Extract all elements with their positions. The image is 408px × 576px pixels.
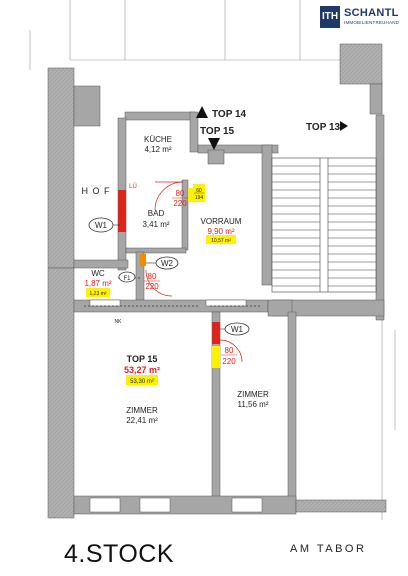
vorraum-area: 9,90 m² xyxy=(207,227,234,236)
window-openings xyxy=(89,299,263,513)
unit-area: 53,27 m² xyxy=(124,365,160,375)
vorraum-name: VORRAUM xyxy=(201,217,242,226)
zimmer-window-mark xyxy=(212,346,220,368)
neighbor-labels: TOP 14 TOP 15 TOP 13 xyxy=(196,106,348,150)
bad-door-leaf xyxy=(118,190,126,232)
f1-tag-label: F1 xyxy=(123,276,131,282)
bad-window-height: 194 xyxy=(195,195,204,201)
floor-label: 4.STOCK xyxy=(64,540,175,568)
bad-window-width: 60 xyxy=(196,188,202,194)
unit-area-alt: 53,30 m² xyxy=(130,379,154,385)
w1-zimmer-tag-label: W1 xyxy=(231,325,244,334)
zimmer1-name: ZIMMER xyxy=(126,406,158,415)
nk-label: NK xyxy=(115,319,123,325)
wc-door-leaf xyxy=(140,254,146,266)
door-swings xyxy=(118,181,243,363)
wc-area: 1,87 m² xyxy=(84,279,111,288)
bad-area: 3,41 m² xyxy=(142,220,169,229)
zimmer2-area: 11,56 m² xyxy=(238,400,269,409)
up-arrow-icon xyxy=(196,106,208,118)
top14-label: TOP 14 xyxy=(212,109,247,120)
zimmer1-area: 22,41 m² xyxy=(126,416,158,425)
w2-tag-label: W2 xyxy=(161,259,174,268)
staircase xyxy=(271,157,377,293)
wc-name: WC xyxy=(91,269,105,278)
hof-label: H O F xyxy=(82,186,111,196)
zimmer-door-leaf xyxy=(212,322,220,344)
logo-mark: ITH xyxy=(320,6,340,28)
kueche-name: KÜCHE xyxy=(144,135,172,144)
zimmer-door-height: 220 xyxy=(222,357,236,366)
street-label: AM TABOR xyxy=(290,543,367,555)
vorraum-area-alt: 10,57 m² xyxy=(211,238,231,244)
bad-name: BAD xyxy=(148,209,165,218)
door-and-window-marks xyxy=(118,188,220,368)
top13-label: TOP 13 xyxy=(306,122,341,133)
wc-door-width: 80 xyxy=(148,272,157,281)
logo-tagline: IMMOBILIENTREUHAND xyxy=(344,20,400,25)
w1-hof-tag-label: W1 xyxy=(95,221,108,230)
dimension-labels: 80 220 60 194 80 220 80 220 LÜ NK xyxy=(115,183,237,366)
lueftung-label: LÜ xyxy=(129,183,137,190)
zimmer-door-width: 80 xyxy=(225,346,234,355)
room-labels: KÜCHE 4,12 m² BAD 3,41 m² VORRAUM 9,90 m… xyxy=(82,135,269,425)
zimmer2-name: ZIMMER xyxy=(237,390,269,399)
unit-name: TOP 15 xyxy=(127,354,158,364)
company-logo: ITH SCHANTL IMMOBILIENTREUHAND xyxy=(320,6,402,28)
kueche-area: 4,12 m² xyxy=(144,145,171,154)
wc-area-alt: 1,23 m² xyxy=(90,291,107,297)
right-arrow-icon xyxy=(340,121,348,131)
logo-name: SCHANTL xyxy=(344,7,399,19)
opening-tags: W1 W2 F1 W1 xyxy=(88,217,250,336)
f1-tag xyxy=(118,271,136,283)
bad-door-height: 220 xyxy=(173,199,187,208)
top15-neighbor-label: TOP 15 xyxy=(200,126,235,137)
bad-door-width: 80 xyxy=(176,189,185,198)
wc-door-height: 220 xyxy=(145,282,159,291)
down-arrow-icon xyxy=(208,138,220,150)
bad-window-mark xyxy=(188,188,196,202)
